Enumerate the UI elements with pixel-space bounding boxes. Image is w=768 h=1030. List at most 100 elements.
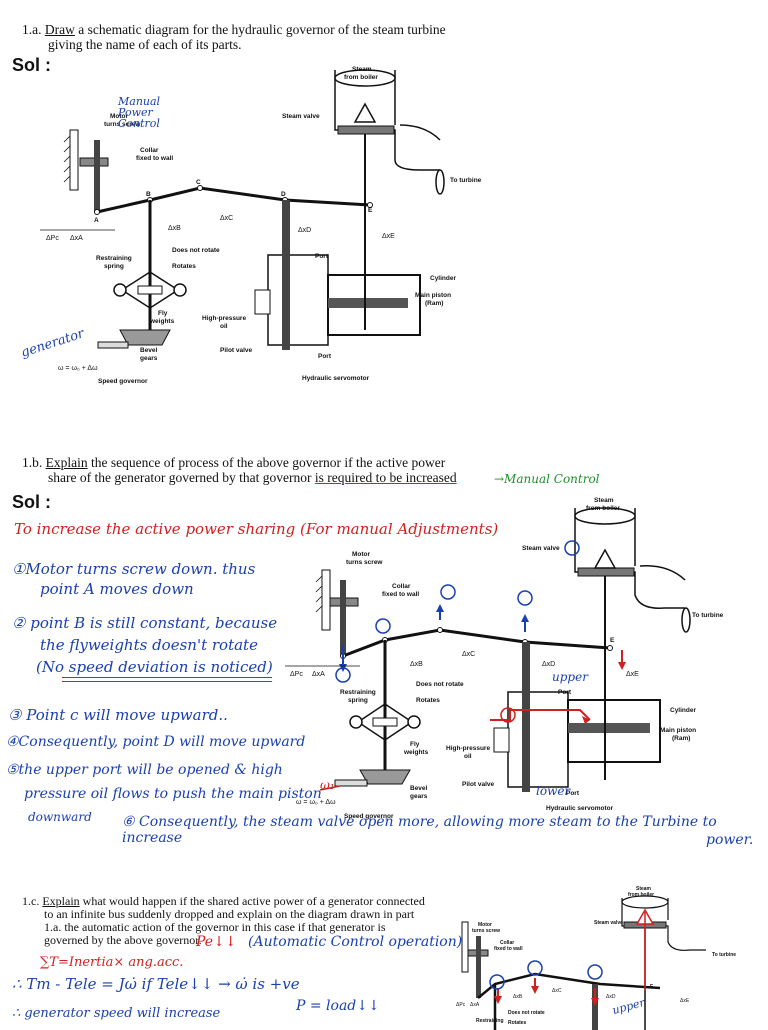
svg-text:Fly: Fly	[158, 310, 168, 317]
svg-text:Speed governor: Speed governor	[344, 813, 394, 820]
svg-text:Does not rotate: Does not rotate	[172, 247, 220, 254]
step-6b: power.	[706, 832, 754, 848]
svg-text:ΔxE: ΔxE	[382, 233, 395, 240]
svg-text:Port: Port	[318, 353, 332, 360]
svg-text:Steam: Steam	[636, 886, 652, 892]
svg-text:ΔxD: ΔxD	[298, 227, 311, 234]
svg-text:ΔxA: ΔxA	[70, 235, 83, 242]
svg-text:Speed governor: Speed governor	[98, 378, 148, 385]
sol-label-2: Sol :	[12, 492, 51, 512]
question-1c: 1.c. Explain what would happen if the sh…	[22, 894, 425, 947]
svg-text:Steam valve: Steam valve	[522, 545, 560, 552]
svg-text:Restraining: Restraining	[476, 1018, 504, 1024]
svg-text:Steam valve: Steam valve	[594, 920, 623, 926]
question-1a: 1.a. Draw a schematic diagram for the hy…	[22, 22, 446, 52]
svg-text:Port: Port	[566, 790, 580, 797]
annotation-1b-title: To increase the active power sharing (Fo…	[14, 520, 499, 538]
svg-text:Bevel: Bevel	[140, 347, 158, 354]
svg-text:ω = ω₀ + Δω: ω = ω₀ + Δω	[296, 799, 336, 806]
step-5b: pressure oil flows to push the main pist…	[24, 786, 322, 802]
annotation-sum-t: ∑T=Inertia× ang.acc.	[40, 955, 184, 970]
svg-text:Cylinder: Cylinder	[670, 707, 696, 714]
annotation-upper-port: upper	[552, 670, 588, 684]
svg-text:Pilot valve: Pilot valve	[220, 347, 253, 354]
step-1a: ①Motor turns screw down. thus	[12, 560, 256, 578]
svg-text:Port: Port	[315, 253, 329, 260]
svg-text:To turbine: To turbine	[692, 612, 724, 619]
svg-text:spring: spring	[104, 263, 124, 270]
svg-text:ΔxA: ΔxA	[470, 1002, 480, 1008]
svg-text:Hydraulic servomotor: Hydraulic servomotor	[302, 375, 370, 382]
annotation-auto: (Automatic Control operation)	[248, 934, 463, 950]
svg-text:(Ram): (Ram)	[425, 300, 443, 307]
svg-text:To turbine: To turbine	[712, 952, 736, 958]
svg-text:ΔPc: ΔPc	[46, 235, 59, 242]
annotation-manual-power-control: Manual Power Control	[118, 95, 161, 130]
step-4: ④Consequently, point D will move upward	[6, 734, 306, 750]
svg-text:ΔxC: ΔxC	[552, 988, 562, 994]
svg-text:Bevel: Bevel	[410, 785, 428, 792]
svg-text:spring: spring	[348, 697, 368, 704]
annotation-p-load: P = load↓↓	[296, 998, 380, 1014]
annotation-eq: ∴ Tm - Tele = Jω̇ if Tele↓↓ → ω̇ is +ve	[12, 975, 300, 993]
label-steam-boiler-1: Steam	[352, 66, 372, 73]
governor-diagram-2: Steam from boiler Steam valve Motor turn…	[285, 497, 724, 820]
svg-text:Steam valve: Steam valve	[282, 113, 320, 120]
svg-text:ΔxD: ΔxD	[606, 994, 616, 1000]
svg-text:weights: weights	[149, 318, 175, 325]
svg-text:weights: weights	[403, 749, 429, 756]
svg-text:fixed to wall: fixed to wall	[136, 155, 173, 162]
svg-text:from boiler: from boiler	[628, 892, 654, 898]
step-6a: ⑥ Consequently, the steam valve open mor…	[122, 814, 717, 846]
svg-text:ΔxE: ΔxE	[626, 671, 639, 678]
svg-text:fixed to wall: fixed to wall	[494, 946, 523, 952]
svg-text:E: E	[610, 637, 615, 644]
svg-text:Motor: Motor	[352, 551, 371, 558]
svg-text:High-pressure: High-pressure	[202, 315, 246, 322]
svg-text:Hydraulic servomotor: Hydraulic servomotor	[546, 805, 614, 812]
svg-text:ΔxE: ΔxE	[680, 998, 690, 1004]
svg-text:oil: oil	[464, 753, 472, 760]
governor-diagram-3: Steam from boiler Steam valve Motor turn…	[456, 886, 736, 1030]
svg-text:Cylinder: Cylinder	[430, 275, 456, 282]
svg-text:Rotates: Rotates	[416, 697, 440, 704]
svg-text:A: A	[94, 217, 99, 224]
governor-diagram-1: Steam from boiler Steam valve Motor turn…	[40, 66, 482, 385]
step-2c: (No speed deviation is noticed)	[36, 658, 273, 676]
annotation-omega1: ω₁	[320, 778, 335, 792]
svg-text:turns screw: turns screw	[472, 928, 500, 934]
svg-text:turns screw: turns screw	[104, 121, 141, 128]
step-1b: point A moves down	[40, 580, 194, 598]
step-5a: ⑤the upper port will be opened & high	[6, 762, 283, 778]
svg-text:ω = ω₀ + Δω: ω = ω₀ + Δω	[58, 365, 98, 372]
svg-text:from boiler: from boiler	[344, 74, 378, 81]
svg-text:fixed to wall: fixed to wall	[382, 591, 419, 598]
svg-text:Does not rotate: Does not rotate	[416, 681, 464, 688]
step-5c: downward	[28, 810, 92, 824]
svg-text:ΔxB: ΔxB	[513, 994, 523, 1000]
svg-text:Rotates: Rotates	[508, 1020, 527, 1026]
annotation-pe: Pe↓↓	[196, 934, 237, 950]
svg-text:Rotates: Rotates	[172, 263, 196, 270]
step-2a: ② point B is still constant, because	[12, 614, 278, 632]
svg-text:oil: oil	[220, 323, 228, 330]
svg-text:from boiler: from boiler	[586, 505, 620, 512]
svg-text:ΔxB: ΔxB	[410, 661, 423, 668]
svg-text:Main piston: Main piston	[660, 727, 696, 734]
svg-text:B: B	[146, 191, 151, 198]
svg-text:ΔxC: ΔxC	[462, 651, 475, 658]
svg-text:C: C	[196, 179, 201, 186]
svg-text:E: E	[368, 207, 373, 214]
svg-text:turns screw: turns screw	[346, 559, 383, 566]
svg-text:gears: gears	[410, 793, 428, 800]
svg-text:ΔxC: ΔxC	[220, 215, 233, 222]
svg-text:gears: gears	[140, 355, 158, 362]
step-3: ③ Point c will move upward..	[8, 706, 228, 724]
svg-text:Main piston: Main piston	[415, 292, 451, 299]
svg-text:Steam: Steam	[594, 497, 614, 504]
annotation-manual-control: →Manual Control	[494, 472, 600, 486]
svg-text:Restraining: Restraining	[96, 255, 132, 262]
svg-text:(Ram): (Ram)	[672, 735, 690, 742]
svg-text:E: E	[650, 984, 654, 990]
step-2b: the flyweights doesn't rotate	[40, 636, 258, 654]
